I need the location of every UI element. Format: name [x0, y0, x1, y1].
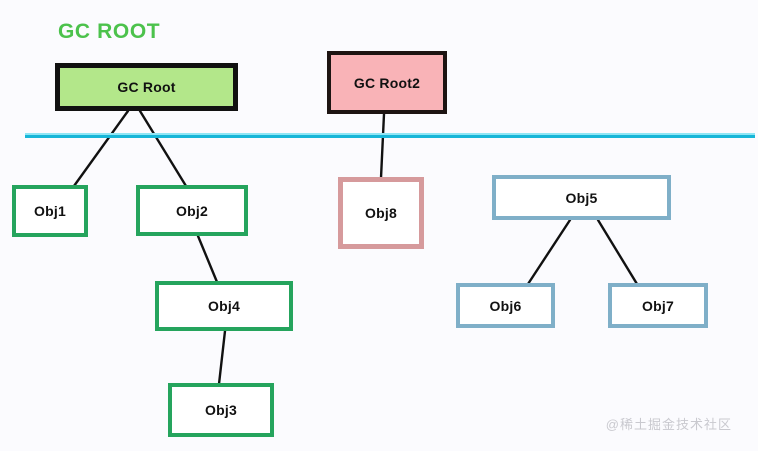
node-obj5[interactable]: Obj5 — [492, 175, 671, 220]
node-label-obj2: Obj2 — [176, 202, 208, 219]
node-obj7[interactable]: Obj7 — [608, 283, 708, 328]
node-label-obj8: Obj8 — [365, 205, 397, 221]
node-gcroot2[interactable]: GC Root2 — [327, 51, 447, 114]
node-obj6[interactable]: Obj6 — [456, 283, 555, 328]
node-obj2[interactable]: Obj2 — [136, 185, 248, 236]
edge-obj5-to-obj6 — [526, 218, 572, 286]
watermark: @稀土掘金技术社区 — [605, 417, 732, 432]
node-obj8[interactable]: Obj8 — [338, 177, 424, 249]
edge-obj4-to-obj3 — [217, 329, 227, 386]
node-gcroot[interactable]: GC Root — [55, 63, 238, 111]
node-label-obj5: Obj5 — [565, 189, 598, 206]
node-label-obj3: Obj3 — [205, 402, 237, 418]
node-obj3[interactable]: Obj3 — [168, 383, 274, 437]
edge-gcroot-to-obj2 — [138, 109, 188, 188]
edge-gcroot2-to-obj8 — [379, 112, 386, 180]
edge-obj5-to-obj7 — [596, 218, 639, 286]
node-label-gcroot2: GC Root2 — [353, 74, 421, 91]
node-obj1[interactable]: Obj1 — [12, 185, 88, 237]
node-obj4[interactable]: Obj4 — [155, 281, 293, 331]
node-label-obj1: Obj1 — [34, 203, 66, 219]
edge-obj2-to-obj4 — [196, 234, 219, 284]
edge-gcroot-to-obj1 — [72, 109, 130, 188]
divider-glow — [25, 133, 755, 135]
node-label-gcroot: GC Root — [117, 79, 176, 95]
node-label-obj4: Obj4 — [208, 298, 240, 314]
diagram-title: GC ROOT — [58, 20, 161, 43]
divider-core — [25, 135, 755, 138]
node-label-obj6: Obj6 — [489, 297, 522, 314]
node-label-obj7: Obj7 — [642, 297, 674, 314]
